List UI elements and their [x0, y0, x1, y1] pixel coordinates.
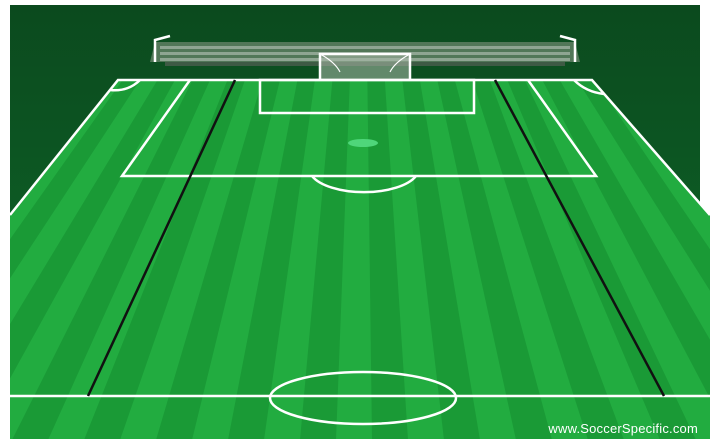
goal — [320, 54, 410, 80]
penalty-spot — [348, 139, 378, 147]
watermark-credit: www.SoccerSpecific.com — [548, 421, 698, 436]
